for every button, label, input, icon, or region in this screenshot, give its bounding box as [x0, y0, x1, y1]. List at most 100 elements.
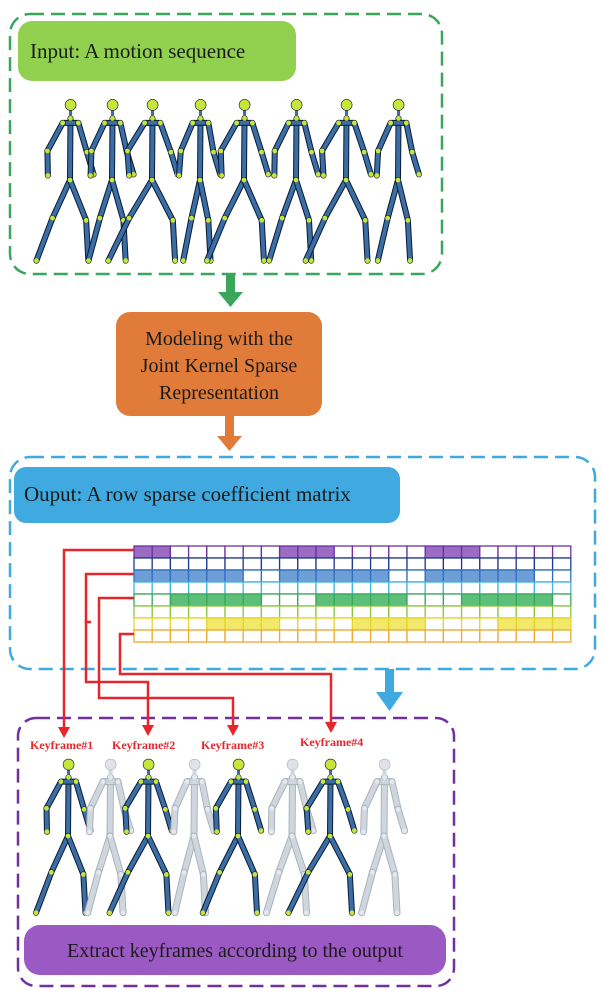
matrix-cell [442, 629, 463, 643]
matrix-cell [333, 593, 354, 607]
matrix-cell [206, 581, 226, 595]
matrix-cell [206, 617, 226, 631]
matrix-cell [333, 569, 354, 583]
matrix-cell [406, 581, 426, 595]
matrix-cell [515, 557, 536, 571]
matrix-cell [315, 569, 335, 583]
output-label-pill [14, 467, 400, 523]
matrix-cell [133, 557, 153, 571]
keyframe-connector-2b [97, 596, 235, 728]
matrix-cell [369, 605, 390, 619]
matrix-cell [151, 557, 172, 571]
ghost-skeleton-figure [170, 758, 218, 917]
matrix-cell [369, 557, 390, 571]
matrix-cell [424, 557, 445, 571]
matrix-cell [169, 581, 190, 595]
matrix-cell [242, 557, 263, 571]
matrix-cell [133, 581, 153, 595]
ghost-skeleton-figure [262, 758, 317, 917]
matrix-cell [278, 605, 299, 619]
matrix-cell [479, 629, 499, 643]
matrix-cell [460, 629, 481, 643]
input-label-text: Input: A motion sequence [30, 39, 245, 63]
keyframe-connector-1-head [58, 727, 70, 738]
skeleton-figure [33, 99, 97, 264]
result-skeleton-sequence [33, 758, 409, 917]
matrix-cell [187, 629, 208, 643]
matrix-cell [169, 557, 190, 571]
matrix-cell [406, 617, 426, 631]
matrix-cell [187, 605, 208, 619]
matrix-cell [388, 617, 408, 631]
output-label-text: Ouput: A row sparse coefficient matrix [24, 482, 351, 506]
matrix-cell [479, 617, 499, 631]
matrix-cell [278, 593, 299, 607]
matrix-cell [424, 569, 445, 583]
matrix-cell [333, 581, 354, 595]
matrix-cell [151, 629, 172, 643]
model-box [116, 312, 322, 416]
matrix-cell [442, 569, 463, 583]
matrix-cell [388, 569, 408, 583]
matrix-cell [278, 617, 299, 631]
keyframe-labels: Keyframe#1 Keyframe#2 Keyframe#3 Keyfram… [30, 735, 363, 752]
matrix-cell [369, 593, 390, 607]
matrix-cell [406, 629, 426, 643]
matrix-cell [479, 605, 499, 619]
matrix-cell [442, 581, 463, 595]
matrix-cell [315, 629, 335, 643]
matrix-cell [442, 605, 463, 619]
green-flow-arrow [218, 274, 243, 307]
keyframe-connector-4-head [325, 722, 337, 733]
keyframe-label-2: Keyframe#2 [112, 738, 175, 752]
matrix-cell [133, 545, 153, 559]
matrix-cell [515, 593, 536, 607]
matrix-cell [297, 605, 317, 619]
matrix-cell [369, 581, 390, 595]
model-box-line1: Modeling with the [145, 328, 293, 350]
matrix-cell [406, 557, 426, 571]
matrix-cell [388, 545, 408, 559]
matrix-cell [515, 545, 536, 559]
keyframe-skeleton-figure [33, 758, 94, 916]
matrix-cell [515, 581, 536, 595]
matrix-cell [169, 617, 190, 631]
matrix-cell [515, 569, 536, 583]
result-section-frame [16, 716, 456, 988]
matrix-cell [351, 593, 372, 607]
matrix-cell [533, 581, 554, 595]
matrix-cell [551, 629, 572, 643]
keyframe-label-4: Keyframe#4 [300, 735, 363, 749]
matrix-cell [260, 569, 281, 583]
matrix-cell [133, 569, 153, 583]
matrix-cell [224, 617, 244, 631]
matrix-cell [242, 545, 263, 559]
matrix-cell [497, 593, 517, 607]
skeleton-figure [373, 99, 422, 264]
matrix-cell [369, 617, 390, 631]
matrix-cell [315, 557, 335, 571]
matrix-cell [206, 569, 226, 583]
matrix-cell [242, 569, 263, 583]
matrix-cell [460, 593, 481, 607]
keyframe-connector-4 [118, 632, 333, 725]
matrix-cell [151, 569, 172, 583]
matrix-cell [151, 581, 172, 595]
matrix-cell [442, 617, 463, 631]
matrix-cell [260, 581, 281, 595]
matrix-cell [497, 557, 517, 571]
skeleton-figure [302, 99, 374, 264]
matrix-cell [351, 617, 372, 631]
matrix-cell [497, 569, 517, 583]
matrix-cell [533, 605, 554, 619]
matrix-cell [260, 557, 281, 571]
matrix-cell [497, 581, 517, 595]
ghost-skeleton-figure [84, 758, 135, 917]
matrix-cell [242, 605, 263, 619]
matrix-cell [406, 569, 426, 583]
matrix-cell [479, 593, 499, 607]
matrix-cell [278, 569, 299, 583]
matrix-cell [169, 569, 190, 583]
matrix-cell [297, 629, 317, 643]
matrix-cell [533, 545, 554, 559]
